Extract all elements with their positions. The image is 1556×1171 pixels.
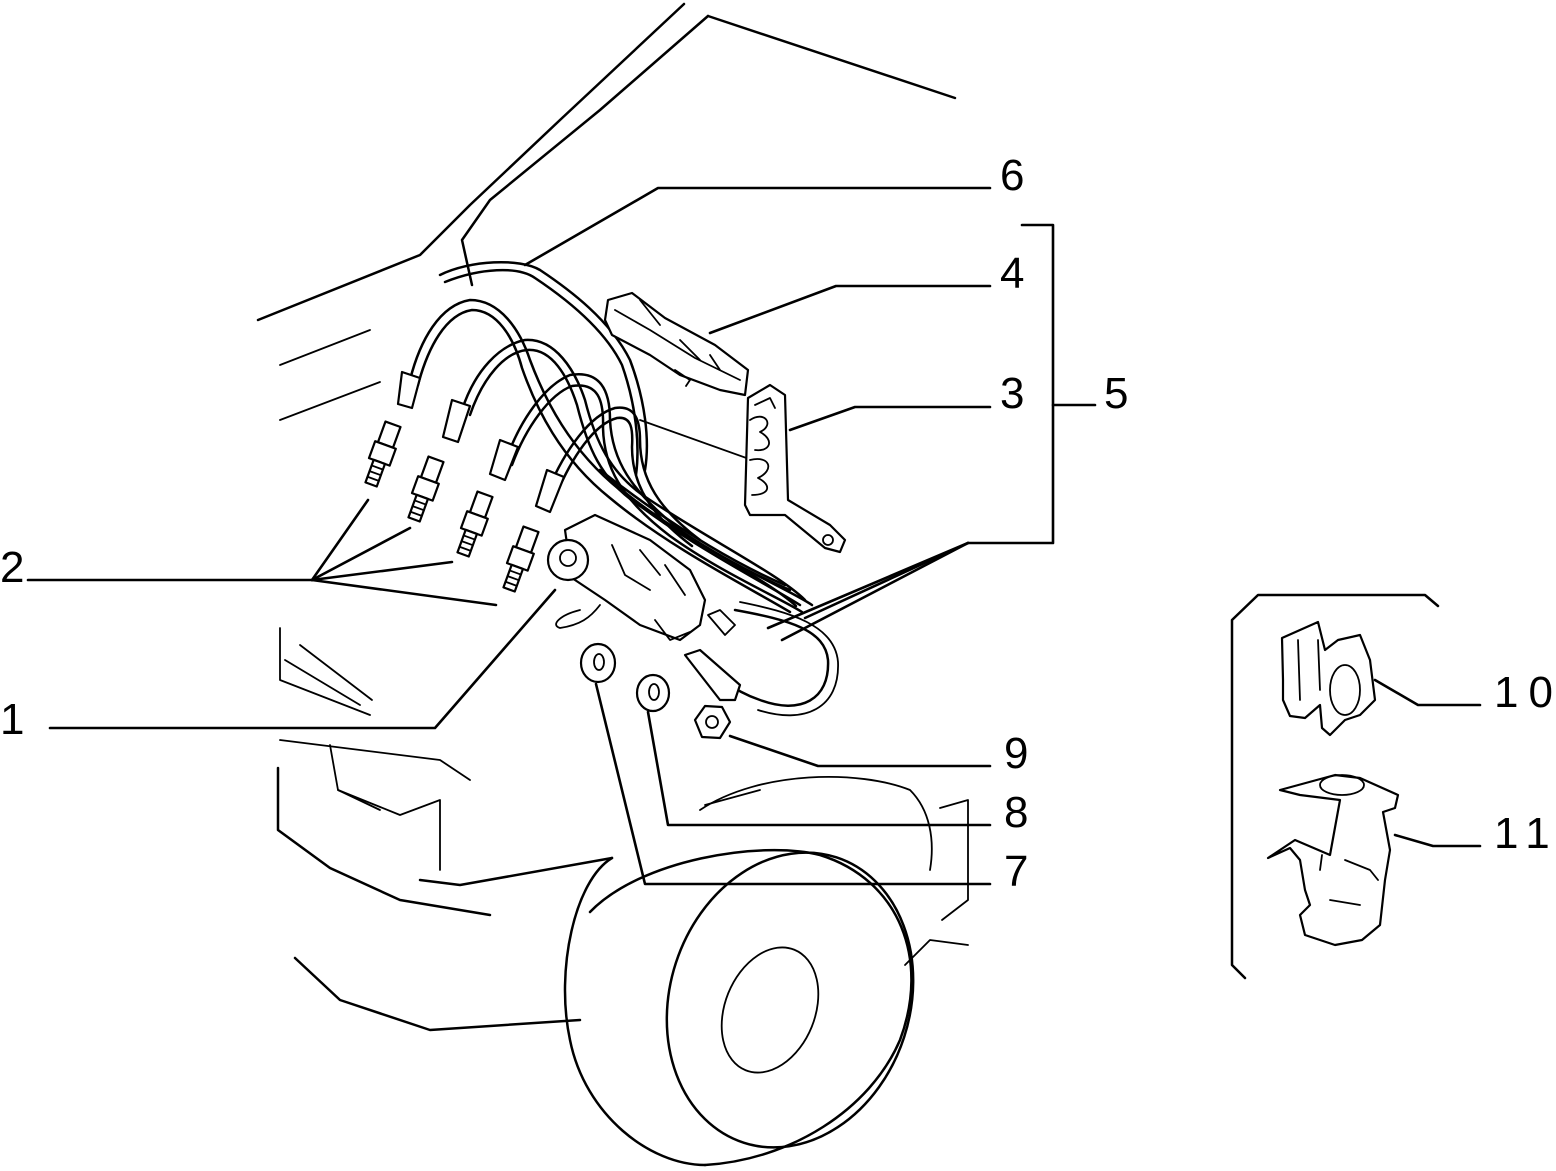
leader-11 <box>1393 833 1482 848</box>
callout-5: 5 <box>1104 369 1138 418</box>
nut-9 <box>693 704 732 740</box>
clip-detail-box <box>1230 593 1440 980</box>
callout-10: 10 <box>1494 668 1556 717</box>
callout-8: 8 <box>1004 788 1038 837</box>
cable-clip-11 <box>1266 773 1400 947</box>
callout-1: 1 <box>0 695 34 744</box>
spark-plugs <box>364 420 540 593</box>
spark-plug <box>407 455 445 523</box>
cable-clip <box>603 291 750 397</box>
spark-plug-caps <box>396 370 566 514</box>
leader-2b <box>310 526 412 582</box>
ignition-cables <box>408 260 839 717</box>
spark-plug <box>456 490 494 558</box>
leader-5c <box>803 541 970 620</box>
leader-8 <box>646 710 992 827</box>
callout-6: 6 <box>1000 151 1034 200</box>
leader-6 <box>523 186 992 267</box>
leader-2c <box>310 560 454 582</box>
leader-7 <box>594 682 992 886</box>
leader-lines <box>26 186 1482 886</box>
leader-9 <box>728 734 992 768</box>
callout-7: 7 <box>1004 847 1038 896</box>
ignition-distributor <box>546 513 742 702</box>
leader-5-bracket <box>966 223 1055 545</box>
callout-3: 3 <box>1000 369 1034 418</box>
spark-plug <box>364 420 402 488</box>
washer-8 <box>635 673 671 713</box>
front-wheel <box>563 776 933 1167</box>
callout-labels: 1 2 3 4 5 6 7 8 9 10 11 <box>0 151 1556 896</box>
callout-4: 4 <box>1000 249 1034 298</box>
callout-9: 9 <box>1004 729 1038 778</box>
callout-2: 2 <box>0 543 34 592</box>
cable-clip-10 <box>1280 620 1377 737</box>
leader-10 <box>1373 678 1482 707</box>
leader-2a <box>310 498 370 582</box>
leader-2d <box>310 578 498 607</box>
washer-7 <box>579 642 617 684</box>
callout-11: 11 <box>1494 809 1556 858</box>
car-body-outline <box>256 2 969 1032</box>
leader-3 <box>788 405 992 432</box>
leader-4 <box>708 284 992 335</box>
leader-1 <box>48 588 557 730</box>
spark-plug <box>502 525 540 593</box>
leader-5b <box>780 541 970 642</box>
cable-holder-bracket <box>743 383 847 554</box>
